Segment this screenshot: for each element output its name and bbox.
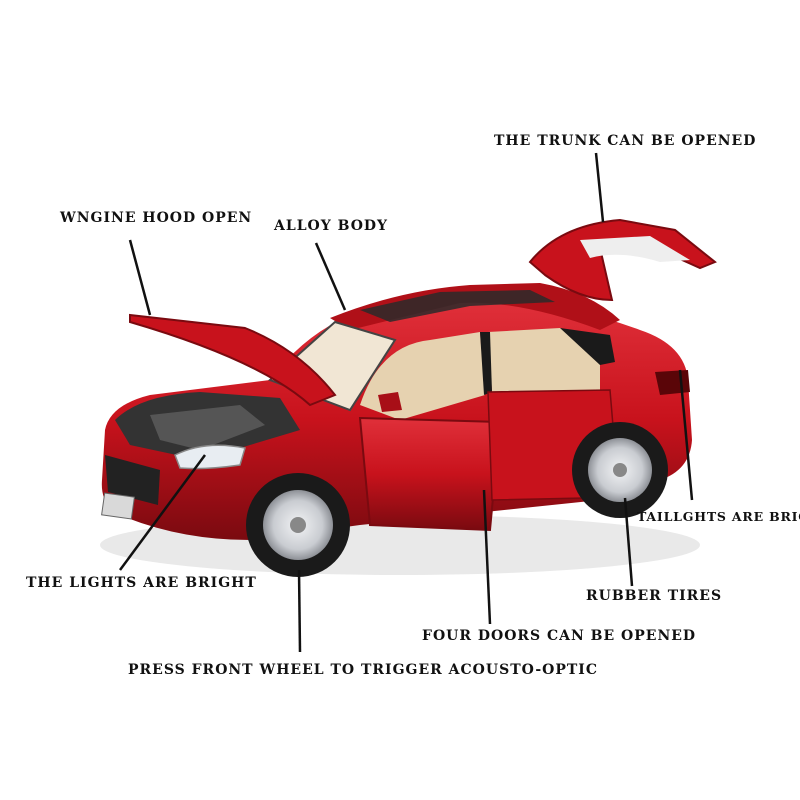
open-hood <box>129 313 337 407</box>
label-lights: THE LIGHTS ARE BRIGHT <box>26 575 257 591</box>
trunk-glass <box>580 236 690 262</box>
sunroof <box>360 290 555 322</box>
car-roof <box>330 283 620 330</box>
label-tires: RUBBER TIRES <box>586 588 723 604</box>
label-body: ALLOY BODY <box>274 218 389 234</box>
rear-wheel <box>572 422 668 518</box>
front-wheel <box>246 473 350 577</box>
label-taillights: TAILLGHTS ARE BRIGHT <box>637 509 800 524</box>
leader-line-taillights <box>678 369 694 501</box>
label-trunk: THE TRUNK CAN BE OPENED <box>494 133 757 149</box>
license-plate <box>101 492 135 520</box>
label-hood: WNGINE HOOD OPEN <box>60 210 253 226</box>
engine-cover <box>150 405 265 450</box>
label-doors: FOUR DOORS CAN BE OPENED <box>422 628 697 644</box>
leader-line-doors <box>482 489 492 625</box>
interior-rear <box>488 328 600 392</box>
leader-line-lights <box>118 454 207 571</box>
rear-quarter-window <box>560 328 615 365</box>
leader-line-body <box>314 242 347 311</box>
leader-line-trunk <box>594 152 605 223</box>
leader-lines <box>118 152 694 653</box>
leader-line-tires <box>623 497 634 587</box>
door-mirror <box>378 392 402 412</box>
leader-line-press <box>297 569 302 653</box>
leader-line-hood <box>128 239 152 316</box>
taillight <box>655 370 690 395</box>
label-press: PRESS FRONT WHEEL TO TRIGGER ACOUSTO-OPT… <box>128 662 598 678</box>
window-frame <box>480 332 492 395</box>
open-front-door <box>358 416 502 532</box>
headlight <box>174 444 246 470</box>
front-grille <box>105 455 160 505</box>
